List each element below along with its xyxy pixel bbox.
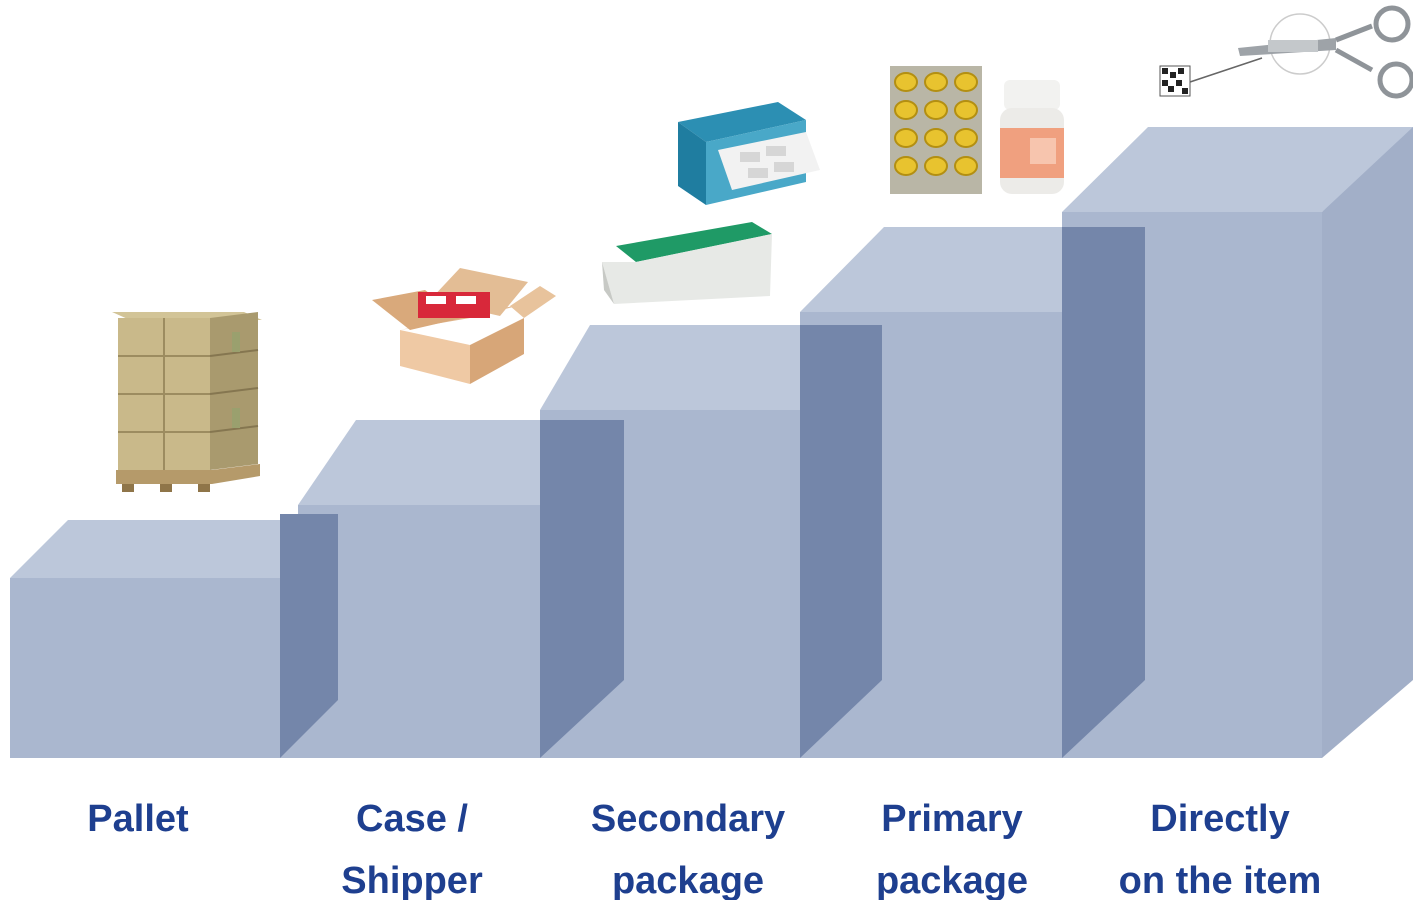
label-primary-package-line-1: Primary [881,798,1023,840]
label-secondary-package: Secondary package [558,788,818,900]
step-direct [1062,127,1413,758]
step-pallet-front [10,578,280,758]
step-secondary-top [540,325,882,410]
datamatrix-code-icon [1159,57,1263,97]
blister-pack-icon [890,66,982,194]
label-primary-package-line-2: package [875,860,1029,900]
label-directly-on-item-line-2: on the item [1118,860,1322,900]
step-primary-overlap [800,325,882,758]
label-directly-on-item-line-1: Directly [1150,798,1290,840]
step-case-front [280,505,566,758]
medicine-cartons-icon [602,102,820,304]
step-pallet-top [10,520,338,578]
step-case-overlap [280,514,338,758]
step-secondary-overlap [540,420,624,758]
open-case-icon [372,268,556,384]
label-pallet: Pallet [8,788,268,850]
step-primary-top [800,227,1145,312]
label-secondary-package-line-2: package [611,860,765,900]
step-direct-top [1062,127,1413,212]
surgical-forceps-icon [1238,5,1413,99]
label-case-shipper: Case / Shipper [282,788,542,900]
pallet-boxes-icon [112,312,262,492]
label-case-shipper-line-2: Shipper [341,860,483,900]
label-secondary-package-line-1: Secondary [590,798,786,840]
label-pallet-line-1: Pallet [87,798,189,840]
label-case-shipper-line-1: Case / [356,798,468,840]
label-primary-package: Primary package [822,788,1082,900]
pill-bottle-icon [1000,80,1064,194]
step-direct-overlap [1062,227,1145,758]
label-directly-on-item: Directly on the item [1090,788,1350,900]
step-direct-side [1322,127,1413,758]
